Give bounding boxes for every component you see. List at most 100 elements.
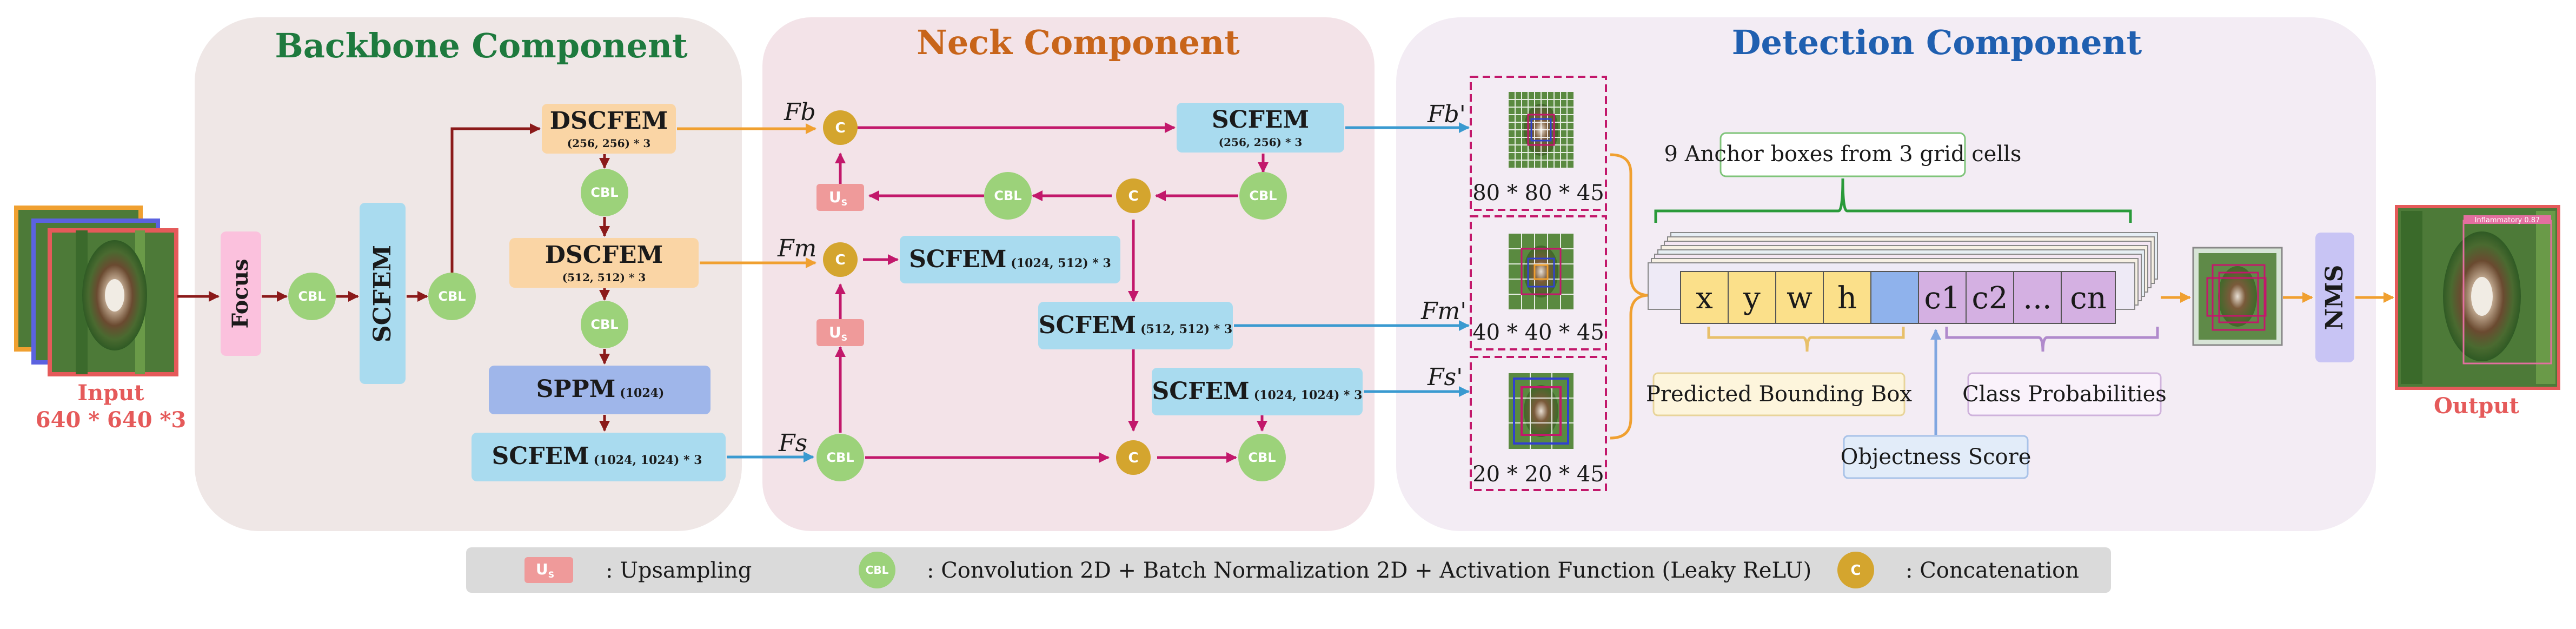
legend-cbl-glyph: CBL: [866, 564, 889, 577]
predicted-bbox-box: [1652, 372, 1906, 416]
scfem-neck-center: [1038, 302, 1233, 349]
tensor-cell-c2: [1966, 271, 2014, 324]
cbl-node-backbone-4: [581, 301, 628, 348]
cbl-node-label: CBL: [1249, 188, 1277, 203]
bbox-brace: [1707, 327, 1905, 352]
cbl-node-label: CBL: [590, 317, 618, 332]
grid-box-40: [1470, 215, 1607, 350]
grid-thumbnail-80: [1509, 92, 1574, 168]
backbone-title: Backbone Component: [275, 26, 688, 65]
scfem-neck-mid: [900, 236, 1120, 283]
class-prob-box: [1967, 372, 2162, 416]
nms-block: [2315, 233, 2354, 362]
concat-node-label: C: [1128, 188, 1138, 204]
fm-label: Fm: [777, 235, 816, 262]
tensor-cell-label: c1: [1924, 281, 1961, 316]
cbl-node-label: CBL: [438, 289, 466, 304]
tensor-cell-y: [1728, 271, 1776, 324]
tensor-cell-label: ...: [2023, 281, 2051, 316]
scfem-neck-center-label: SCFEM(512, 512) * 3: [1039, 312, 1232, 339]
scfem-neck-top-label: SCFEM: [1212, 106, 1309, 134]
scfem-vertical-block: [360, 203, 406, 384]
scfem-vertical-label: SCFEM: [369, 245, 396, 342]
concat-node-top: [823, 110, 858, 145]
grid-label-80: 80 * 80 * 45: [1472, 181, 1604, 206]
legend-concat-swatch: [1837, 552, 1874, 588]
grid-box-80: [1470, 76, 1607, 211]
grid-box-20: [1470, 356, 1607, 491]
scfem-neck-mid-label: SCFEM(1024, 512) * 3: [909, 246, 1111, 273]
tensor-cell-label: cn: [2070, 281, 2106, 316]
concat-node-mid: [823, 242, 858, 277]
sppm-block: [489, 366, 711, 414]
cbl-node-neck-mid: [984, 172, 1032, 220]
scfem-neck-top: [1177, 103, 1344, 153]
upsample-node-label: US: [829, 188, 847, 208]
dscfem-block-1-sub: (256, 256) * 3: [567, 137, 651, 150]
cbl-node-label: CBL: [1248, 450, 1276, 465]
class-brace: [1945, 327, 2159, 352]
tensor-cell-label: c2: [1972, 281, 2008, 316]
cbl-node-neck-right: [1239, 172, 1287, 220]
tensor-cell-label: x: [1696, 281, 1713, 316]
neck-arrows: [835, 122, 1269, 463]
tensor-cell-objectness: [1870, 271, 1919, 324]
concat-node-center: [1116, 178, 1151, 213]
fs-prime-label: Fs': [1427, 363, 1463, 391]
focus-block: [221, 231, 261, 356]
tensor-cell-x: [1680, 271, 1729, 324]
legend-upsample-text: : Upsampling: [606, 558, 752, 583]
detection-title: Detection Component: [1732, 23, 2142, 62]
cbl-node-backbone-1: [288, 273, 336, 320]
input-label: Input: [77, 380, 144, 406]
dscfem-block-2-sub: (512, 512) * 3: [562, 271, 646, 284]
focus-label: Focus: [228, 259, 253, 329]
tensor-cell-w: [1775, 271, 1824, 324]
tensor-cell-label: w: [1787, 281, 1813, 316]
predicted-bbox-label: Predicted Bounding Box: [1646, 382, 1913, 407]
tensor-cell-h: [1823, 271, 1871, 324]
cbl-node-neck-bottom: [1238, 434, 1286, 481]
dscfem-block-2-label: DSCFEM: [545, 241, 663, 269]
legend-cbl-text: : Convolution 2D + Batch Normalization 2…: [927, 558, 1811, 583]
neck-title: Neck Component: [917, 23, 1240, 62]
candidate-boxes-thumbnail: [2192, 247, 2283, 346]
concat-node-label: C: [1128, 450, 1138, 466]
upsample-node-low: [816, 319, 864, 346]
concat-node-bottom: [1116, 440, 1151, 475]
grid-label-40: 40 * 40 * 45: [1472, 320, 1604, 345]
fs-label: Fs: [778, 429, 807, 457]
grid-thumbnail-40: [1509, 234, 1574, 309]
dscfem-block-2: [509, 238, 699, 288]
legend-upsample-swatch: [525, 557, 573, 583]
tensor-cell-ellipsis: [2013, 271, 2062, 324]
scfem-neck-low: [1152, 368, 1363, 415]
input-image-stack: [14, 206, 178, 376]
scfem-neck-top-sub: (256, 256) * 3: [1219, 136, 1303, 149]
cbl-node-neck-fs: [816, 434, 864, 481]
input-size: 640 * 640 *3: [36, 407, 186, 433]
legend-concat-text: : Concatenation: [1906, 558, 2079, 583]
backbone-arrows: [177, 123, 610, 432]
scfem-neck-low-label: SCFEM(1024, 1024) * 3: [1152, 378, 1362, 405]
cbl-node-label: CBL: [826, 450, 854, 465]
anchor-label: 9 Anchor boxes from 3 grid cells: [1664, 142, 2022, 167]
fm-prime-label: Fm': [1420, 297, 1466, 325]
grid-label-20: 20 * 20 * 45: [1472, 462, 1604, 487]
fb-label: Fb: [784, 98, 816, 126]
cbl-node-label: CBL: [590, 185, 618, 200]
anchor-brace: [1654, 178, 2132, 223]
legend-cbl-swatch: [859, 552, 895, 588]
concat-node-label: C: [835, 120, 845, 136]
scfem-bottom-block: [472, 433, 726, 481]
grid-thumbnail-20: [1509, 373, 1574, 449]
output-image: [2395, 205, 2560, 390]
cbl-node-backbone-3: [581, 169, 628, 216]
dscfem-block-1: [542, 104, 676, 154]
legend-concat-glyph: C: [1850, 562, 1861, 579]
objectness-label: Objectness Score: [1841, 445, 2031, 469]
dscfem-block-1-label: DSCFEM: [550, 107, 668, 135]
upsample-node-top: [816, 184, 864, 211]
